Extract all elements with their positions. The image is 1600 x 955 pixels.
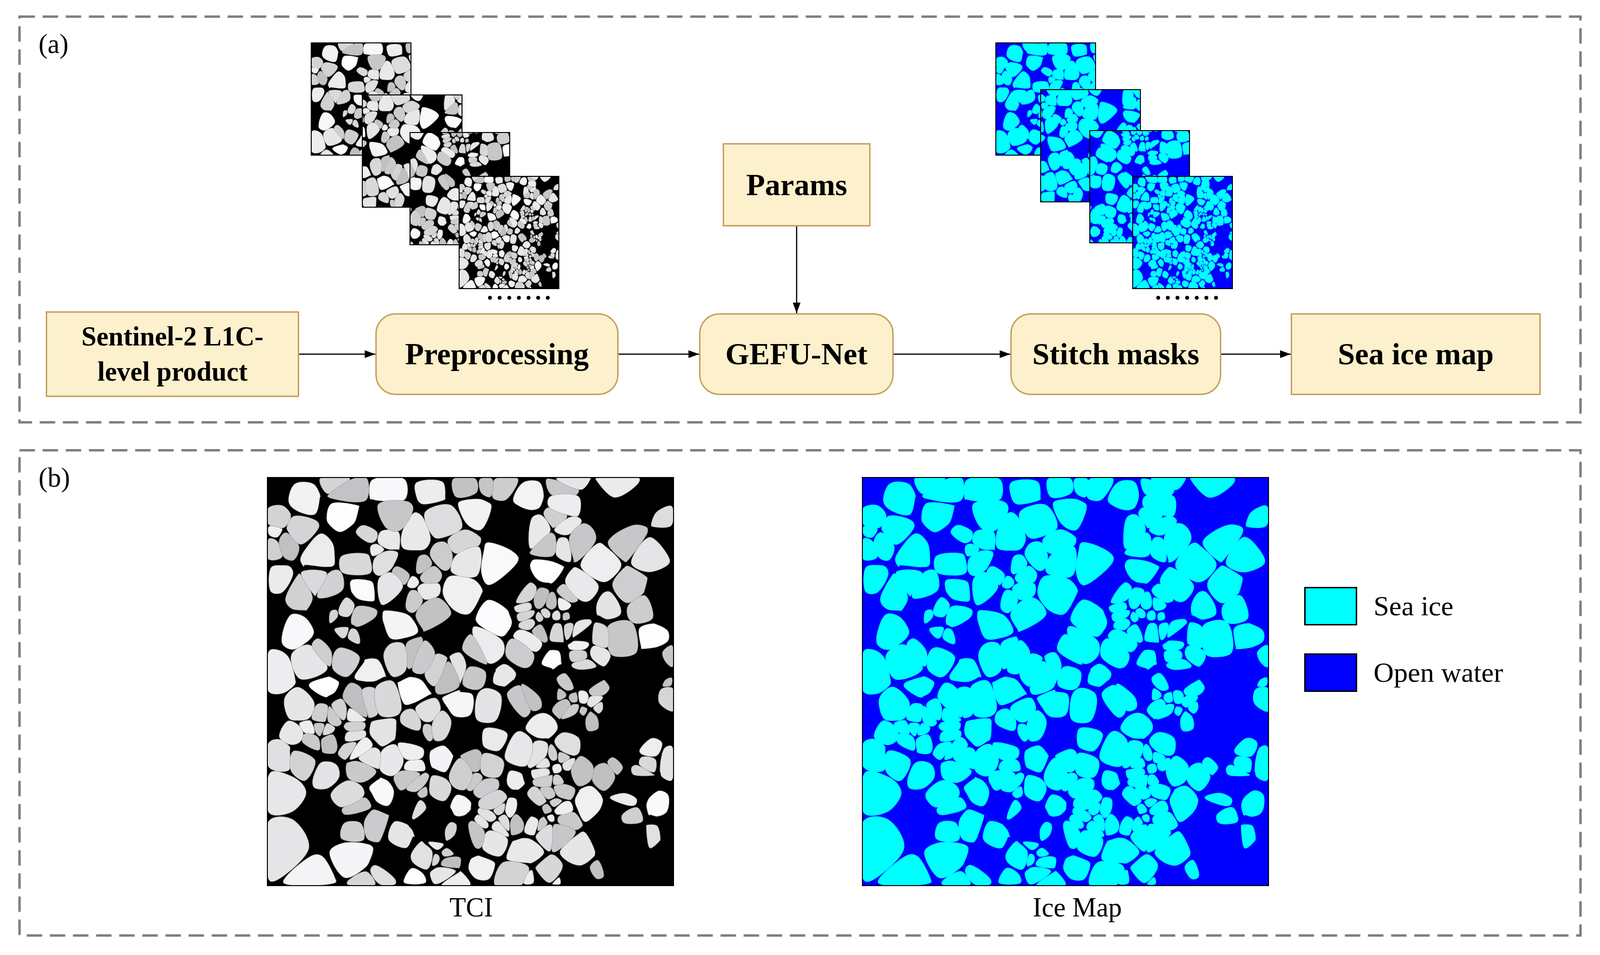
ellipsis-dot: [1156, 295, 1161, 300]
process-box: GEFU-Net: [699, 313, 894, 396]
flow-arrow: [299, 353, 376, 356]
flow-arrow: [618, 353, 700, 356]
image-tile-frame: [459, 176, 559, 289]
box-label: Preprocessing: [405, 333, 590, 374]
image-caption: Ice Map: [1032, 891, 1122, 924]
legend-text: Sea ice: [1373, 589, 1454, 623]
panel-frame: (b): [18, 449, 1582, 937]
image-tile: [458, 175, 560, 290]
panel-outline: [18, 449, 1582, 937]
ellipsis-dot: [1175, 295, 1180, 300]
ellipsis-dot: [526, 295, 531, 300]
tci-image-content: [264, 476, 675, 888]
process-box: Stitch masks: [1010, 313, 1222, 396]
ellipsis-dot: [1185, 295, 1190, 300]
caption-holder: TCI: [449, 891, 493, 924]
box-label: Sentinel-2 L1C- level product: [66, 318, 279, 390]
box-label: GEFU-Net: [725, 333, 868, 374]
ellipsis-dot: [516, 295, 521, 300]
panel-label: (a): [38, 27, 69, 61]
flow-arrow: [1221, 353, 1291, 356]
tci-image: [264, 476, 675, 888]
mask-tile-content: [1132, 175, 1233, 290]
dashed-border: [19, 16, 1581, 423]
ellipsis-dot: [1204, 295, 1209, 300]
ice-map-image-frame: [862, 477, 1269, 886]
ellipsis-dot: [1214, 295, 1218, 300]
ellipsis-dot: [488, 295, 492, 300]
ellipsis-dot: [1165, 295, 1170, 300]
tci-image-frame: [267, 477, 674, 886]
data-box: Sea ice map: [1290, 313, 1541, 396]
legend-text: Open water: [1373, 655, 1504, 690]
box-label: Stitch masks: [1032, 333, 1200, 374]
ellipsis-dot: [1194, 295, 1199, 300]
caption-holder: Ice Map: [1032, 891, 1122, 924]
data-box: Params: [722, 143, 871, 227]
legend-swatch: [1304, 653, 1358, 692]
legend-swatch: [1304, 586, 1358, 626]
ice-map-image: [859, 476, 1270, 888]
ellipsis-dot: [545, 295, 550, 300]
mask-tile-frame: [1132, 176, 1233, 289]
image-tile-content: [458, 175, 560, 290]
flow-arrow: [893, 353, 1011, 356]
ice-map-image-content: [859, 476, 1270, 888]
panel-label: (b): [38, 461, 70, 494]
process-box: Preprocessing: [375, 313, 619, 396]
image-caption: TCI: [449, 891, 493, 924]
ellipsis-dot: [536, 295, 541, 300]
dashed-border: [19, 450, 1581, 936]
legend-entry: Open water: [1304, 653, 1504, 692]
mask-tile: [1132, 175, 1233, 290]
panel-frame: (a) Sentinel-2 L1C- level product Preproce…: [18, 15, 1582, 424]
box-label: Sea ice map: [1337, 333, 1495, 374]
ellipsis-dot: [507, 295, 512, 300]
data-box: Sentinel-2 L1C- level product: [45, 311, 300, 397]
box-label: Params: [746, 164, 848, 205]
flow-arrow: [795, 226, 798, 314]
legend-entry: Sea ice: [1304, 586, 1454, 626]
ellipsis-dot: [497, 295, 502, 300]
